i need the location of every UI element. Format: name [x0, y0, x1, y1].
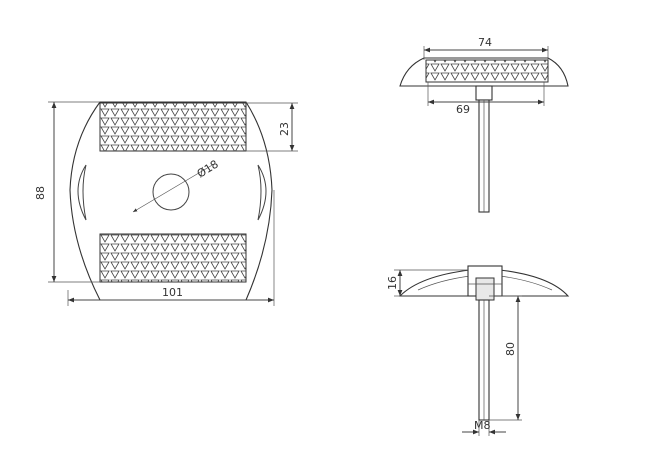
- center-hole: [152, 173, 190, 211]
- side-view-upper: 74 69: [399, 36, 569, 213]
- reflector-height-label: 23: [278, 122, 291, 136]
- width-label: 101: [162, 286, 183, 299]
- height-label: 88: [34, 186, 47, 200]
- bottom-width-label: 69: [456, 103, 470, 116]
- section-height-label: 16: [386, 276, 399, 290]
- top-width-label: 74: [478, 36, 492, 49]
- right-ear-slot: [257, 164, 267, 221]
- top-view: Ø18 101 88 23: [34, 101, 298, 306]
- stud-length-label: 80: [504, 342, 517, 356]
- side-nut: [475, 85, 493, 101]
- upper-reflector: [99, 102, 247, 152]
- side-reflector: [425, 59, 549, 83]
- thread-label: M8: [474, 419, 491, 432]
- lower-reflector: [99, 233, 247, 283]
- left-ear-slot: [77, 164, 87, 221]
- side-view-section: 16 80 M8: [386, 265, 570, 436]
